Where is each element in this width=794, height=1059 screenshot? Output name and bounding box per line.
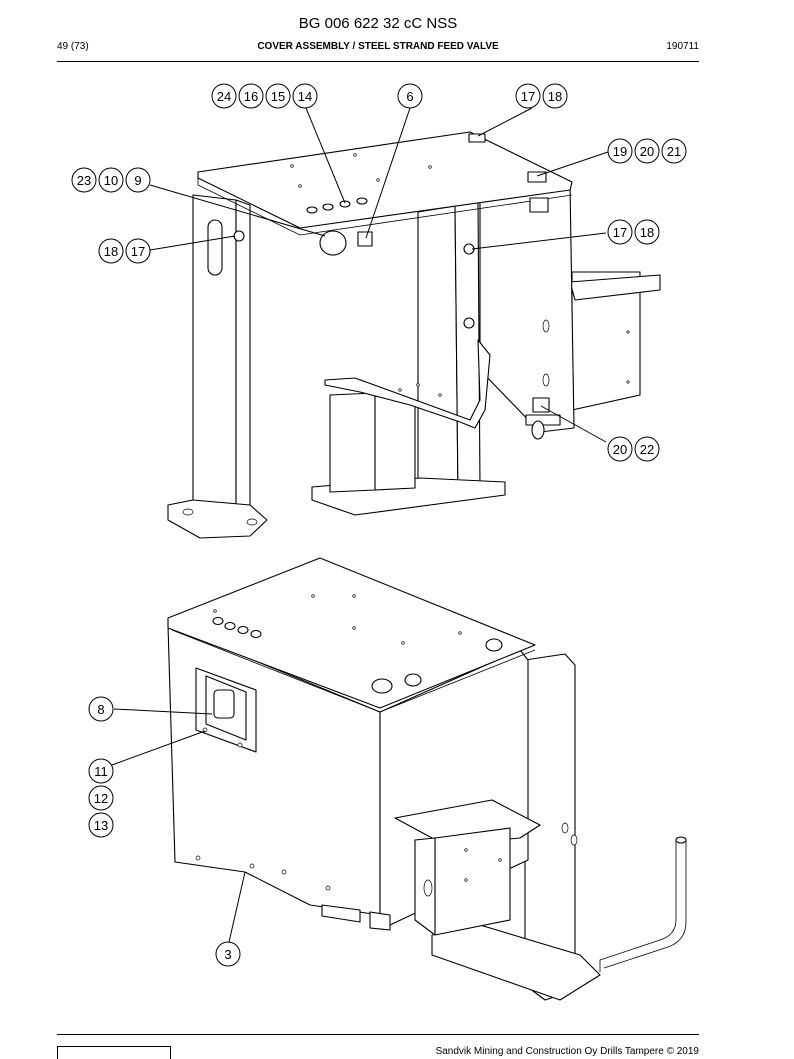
svg-text:8: 8 — [97, 702, 104, 717]
svg-text:17: 17 — [613, 225, 627, 240]
callout-6: 6 — [397, 83, 423, 109]
lower-cover-assembly — [167, 557, 687, 1001]
callout-13: 13 — [88, 812, 114, 838]
callout-17-mid: 17 — [607, 219, 633, 245]
callout-3: 3 — [215, 941, 241, 967]
svg-text:22: 22 — [640, 442, 654, 457]
leader-lines — [111, 107, 609, 943]
callout-18-mid: 18 — [634, 219, 660, 245]
svg-text:18: 18 — [640, 225, 654, 240]
callout-14: 14 — [292, 83, 318, 109]
svg-text:17: 17 — [521, 89, 535, 104]
upper-frame-assembly — [167, 131, 661, 539]
callout-9: 9 — [125, 167, 151, 193]
svg-text:21: 21 — [667, 144, 681, 159]
svg-text:11: 11 — [94, 764, 108, 779]
svg-text:18: 18 — [548, 89, 562, 104]
header-rule — [57, 61, 699, 62]
callout-12: 12 — [88, 785, 114, 811]
callout-18-top: 18 — [542, 83, 568, 109]
callout-24: 24 — [211, 83, 237, 109]
svg-text:19: 19 — [613, 144, 627, 159]
date-code: 190711 — [666, 41, 699, 52]
svg-text:14: 14 — [298, 89, 312, 104]
callout-20-top: 20 — [634, 138, 660, 164]
callout-20-bottom: 20 — [607, 436, 633, 462]
callout-21: 21 — [661, 138, 687, 164]
callout-17-top: 17 — [515, 83, 541, 109]
svg-text:13: 13 — [94, 818, 108, 833]
page-title: COVER ASSEMBLY / STEEL STRAND FEED VALVE — [257, 41, 499, 52]
svg-text:15: 15 — [271, 89, 285, 104]
callout-17-left: 17 — [125, 238, 151, 264]
callout-8: 8 — [88, 696, 114, 722]
callout-18-left: 18 — [98, 238, 124, 264]
svg-text:12: 12 — [94, 791, 108, 806]
svg-text:6: 6 — [406, 89, 413, 104]
svg-text:18: 18 — [104, 244, 118, 259]
svg-text:16: 16 — [244, 89, 258, 104]
callout-19: 19 — [607, 138, 633, 164]
footer-copyright: Sandvik Mining and Construction Oy Drill… — [435, 1046, 699, 1057]
svg-text:17: 17 — [131, 244, 145, 259]
document-number: BG 006 622 32 cC NSS — [298, 15, 458, 32]
svg-text:24: 24 — [217, 89, 231, 104]
callout-15: 15 — [265, 83, 291, 109]
svg-text:20: 20 — [640, 144, 654, 159]
callout-16: 16 — [238, 83, 264, 109]
page-number: 49 (73) — [57, 41, 89, 52]
callout-22: 22 — [634, 436, 660, 462]
svg-text:20: 20 — [613, 442, 627, 457]
callout-23: 23 — [71, 167, 97, 193]
svg-text:23: 23 — [77, 173, 91, 188]
footer-rule — [57, 1034, 699, 1035]
svg-text:3: 3 — [224, 947, 231, 962]
callout-11: 11 — [88, 758, 114, 784]
svg-text:10: 10 — [104, 173, 118, 188]
callout-10: 10 — [98, 167, 124, 193]
svg-text:9: 9 — [134, 173, 141, 188]
